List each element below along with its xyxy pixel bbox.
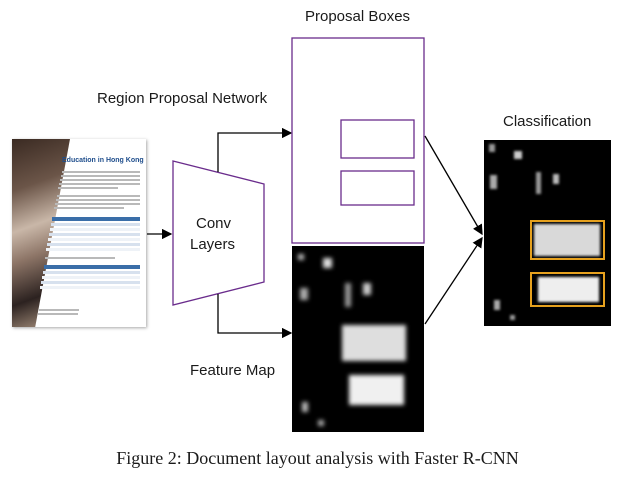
- doc-table-row: [42, 276, 140, 279]
- label-conv: Conv: [196, 215, 232, 232]
- arrow-feature-map-to-classification: [424, 236, 483, 325]
- label-layers: Layers: [190, 236, 236, 253]
- doc-table-row: [46, 248, 140, 251]
- arrow-conv-to-proposals: [217, 127, 293, 172]
- label-feature-map: Feature Map: [190, 362, 276, 379]
- label-proposal-boxes: Proposal Boxes: [305, 8, 411, 25]
- conv-layers-block: [172, 160, 265, 306]
- doc-text-line: [61, 175, 140, 177]
- proposal-box-2: [340, 170, 415, 206]
- doc-table-row: [51, 223, 140, 226]
- doc-text-line: [45, 257, 115, 259]
- doc-table-row: [41, 281, 140, 284]
- doc-text-line: [56, 199, 140, 201]
- doc-table-header: [44, 265, 140, 269]
- detected-box-1: [530, 220, 605, 260]
- doc-table-header: [52, 217, 140, 221]
- doc-table-row: [49, 233, 140, 236]
- doc-text-line: [39, 309, 79, 311]
- detected-box-2: [530, 272, 605, 307]
- doc-table-row: [50, 228, 140, 231]
- label-region-proposal-network: Region Proposal Network: [97, 90, 268, 107]
- doc-text-line: [59, 183, 140, 185]
- doc-text-line: [62, 171, 140, 173]
- feature-map-image: [292, 246, 424, 432]
- proposal-boxes-panel: [291, 37, 425, 244]
- document-title: Education in Hong Kong: [62, 157, 144, 164]
- label-classification: Classification: [503, 113, 592, 130]
- doc-text-line: [57, 195, 140, 197]
- doc-text-line: [38, 313, 78, 315]
- classification-image: [484, 140, 611, 326]
- figure-caption: Figure 2: Document layout analysis with …: [116, 448, 519, 468]
- doc-table-row: [43, 271, 140, 274]
- doc-table-row: [40, 286, 140, 289]
- doc-text-line: [55, 203, 140, 205]
- arrow-conv-to-feature-map: [217, 294, 293, 339]
- input-document: Education in Hong Kong: [12, 139, 146, 327]
- proposal-box-1: [340, 119, 415, 159]
- doc-text-line: [58, 187, 118, 189]
- doc-table-row: [48, 238, 140, 241]
- doc-table-row: [47, 243, 140, 246]
- doc-text-line: [60, 179, 140, 181]
- arrow-proposals-to-classification: [424, 135, 483, 236]
- doc-text-line: [54, 207, 124, 209]
